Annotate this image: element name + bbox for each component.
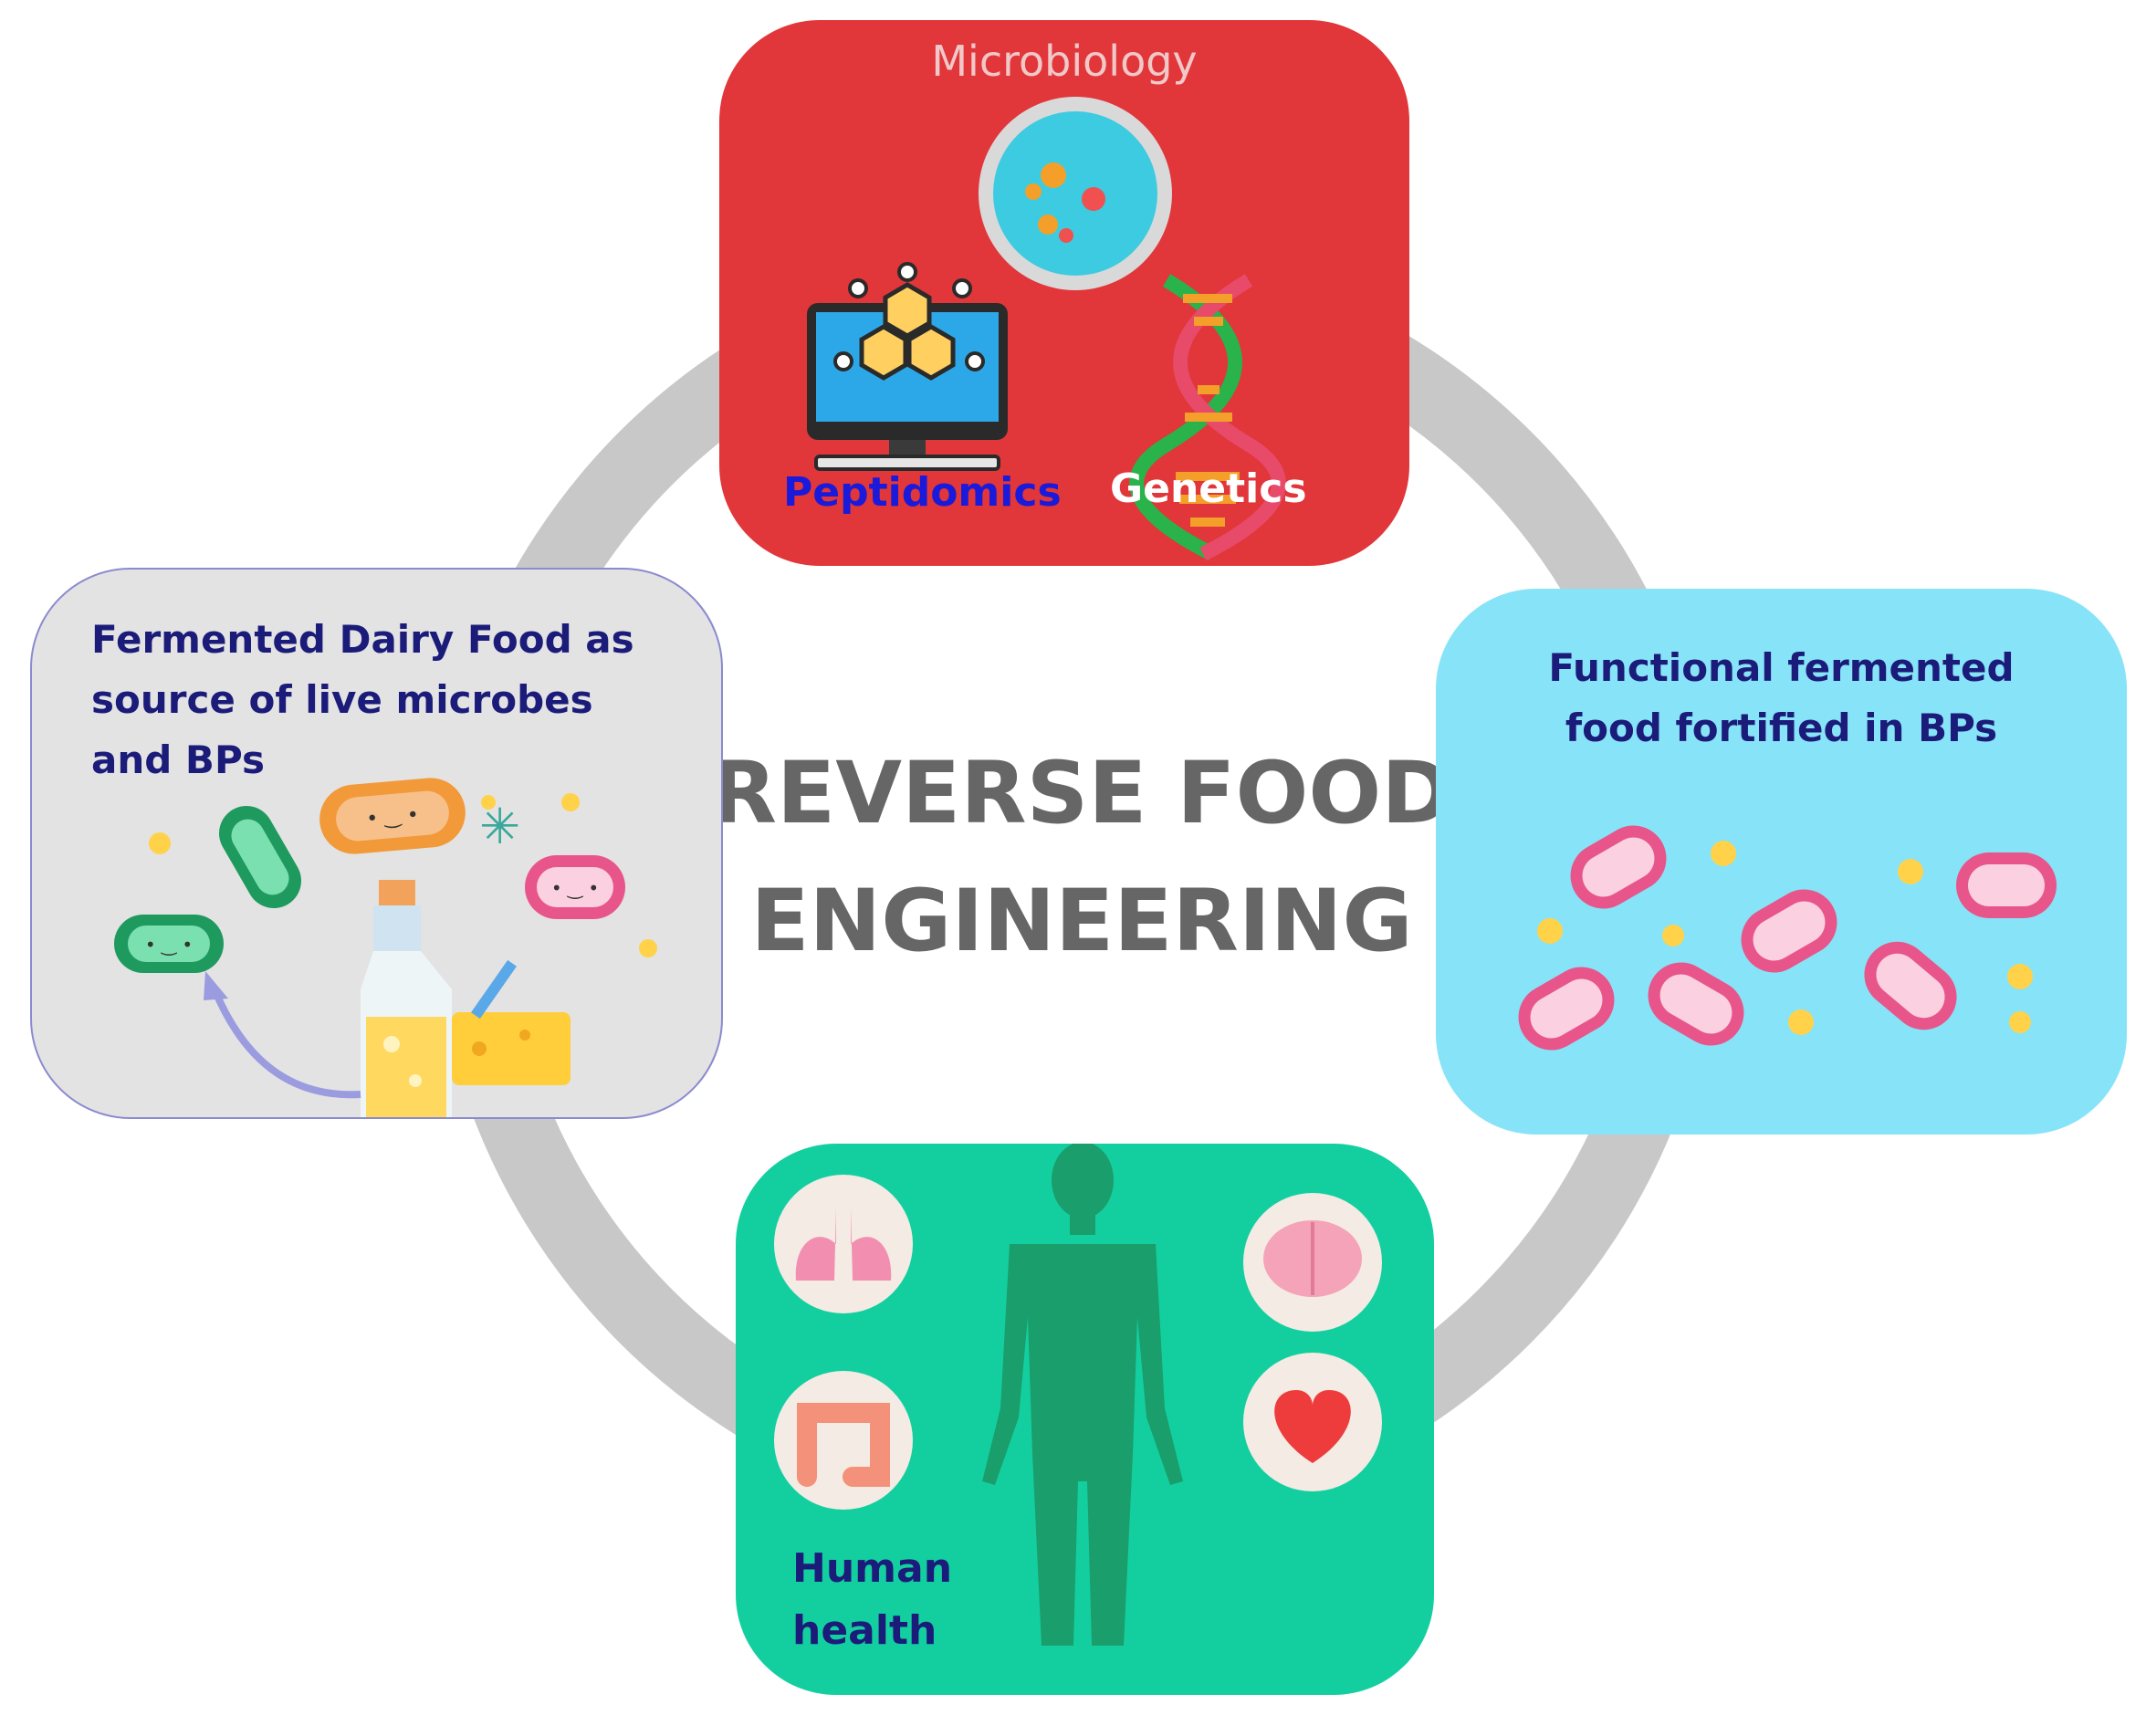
health-line1: Human: [792, 1545, 953, 1592]
molecule-monitor-icon: [807, 262, 1008, 471]
heart-icon: [1243, 1353, 1382, 1491]
dairy-line1: Fermented Dairy Food as: [91, 617, 634, 662]
peptidomics-label: Peptidomics: [783, 469, 1062, 516]
svg-text:• ‿ •: • ‿ •: [365, 804, 420, 831]
center-title-line1: REVERSE FOOD: [710, 744, 1453, 843]
svg-text:• ‿ •: • ‿ •: [145, 934, 193, 956]
genetics-label: Genetics: [1110, 465, 1307, 512]
center-title: REVERSE FOOD ENGINEERING: [694, 730, 1470, 986]
dairy-box: • ‿ • • ‿ • • ‿ • ✳: [30, 568, 723, 1119]
cheese-icon: [452, 959, 571, 1085]
health-line2: health: [792, 1607, 937, 1654]
dairy-line2: source of live microbes: [91, 677, 593, 722]
svg-text:✳: ✳: [479, 798, 520, 855]
bacteria-icon: [1518, 825, 2057, 1051]
curved-arrow: [211, 988, 361, 1099]
dairy-line3: and BPs: [91, 737, 265, 782]
dna-icon: [1129, 274, 1286, 561]
milk-bottle-icon: [361, 880, 452, 1117]
health-box: Human health: [736, 1144, 1434, 1695]
functional-line2: food fortified in BPs: [1565, 706, 1998, 750]
human-silhouette-icon: [982, 1144, 1183, 1646]
intestine-icon: [774, 1371, 913, 1510]
bacteria-icon: • ‿ • • ‿ • • ‿ • ✳: [114, 778, 657, 973]
microbiology-box: Microbiology Peptidomics Genetics: [719, 20, 1409, 566]
lungs-icon: [774, 1175, 913, 1313]
petri-dish-icon: [979, 97, 1172, 290]
svg-text:• ‿ •: • ‿ •: [551, 877, 599, 899]
center-title-line2: ENGINEERING: [750, 872, 1413, 971]
microbiology-title: Microbiology: [931, 37, 1198, 86]
functional-line1: Functional fermented: [1548, 645, 2015, 690]
brain-icon: [1243, 1193, 1382, 1332]
functional-box: Functional fermented food fortified in B…: [1436, 589, 2127, 1135]
